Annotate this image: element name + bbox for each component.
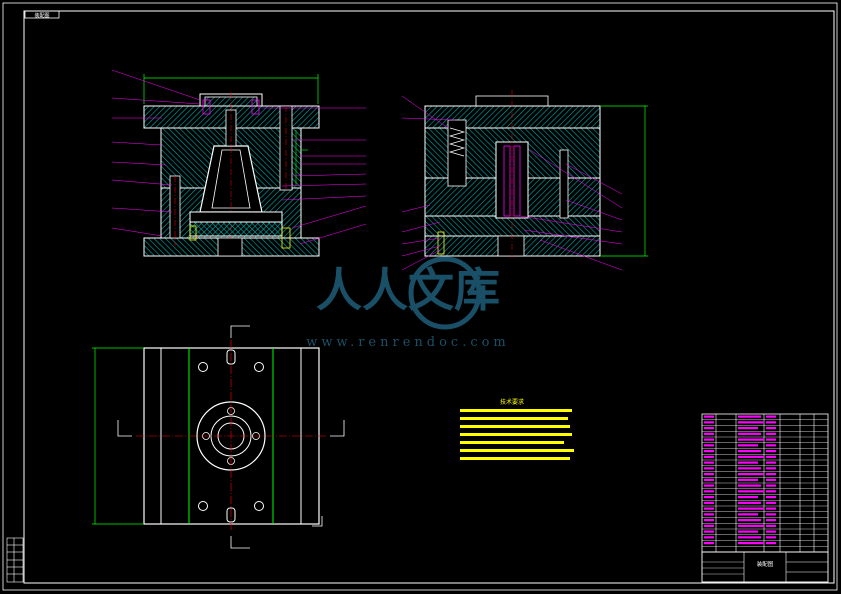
bom-cell-mark <box>766 467 776 470</box>
bom-cell-mark <box>766 427 776 430</box>
bom-cell-mark <box>704 473 714 476</box>
bom-cell-mark <box>704 490 714 493</box>
bom-cell-mark <box>704 536 714 539</box>
bom-cell-mark <box>738 438 764 441</box>
bom-cell-mark <box>738 513 758 516</box>
watermark: 人人文库 www.renrendoc.com <box>306 256 510 350</box>
bom-cell-mark <box>766 530 776 533</box>
bom-cell-mark <box>766 421 776 424</box>
bom-cell-mark <box>766 450 776 453</box>
bom-cell-mark <box>766 415 776 418</box>
bom-cell-mark <box>738 501 761 504</box>
bom-cell-mark <box>738 467 761 470</box>
title-block: 装配图 <box>701 551 829 583</box>
parts-list-table <box>701 413 829 553</box>
bom-cell-mark <box>704 513 714 516</box>
bom-cell-mark <box>766 507 776 510</box>
bom-cell-mark <box>738 415 761 418</box>
bom-cell-mark <box>704 461 714 464</box>
bom-cell-mark <box>766 542 776 545</box>
bom-cell-mark <box>738 542 764 545</box>
inner-border <box>23 10 835 584</box>
bom-cell-mark <box>704 415 714 418</box>
bom-cell-mark <box>766 484 776 487</box>
bom-cell-mark <box>704 450 714 453</box>
bom-cell-mark <box>704 524 714 527</box>
bom-cell-mark <box>738 444 758 447</box>
bom-cell-mark <box>704 467 714 470</box>
bom-cell-mark <box>766 438 776 441</box>
side-section-view <box>401 90 648 271</box>
bom-cell-mark <box>738 461 758 464</box>
bom-cell-mark <box>738 478 758 481</box>
bom-cell-mark <box>704 432 714 435</box>
bom-cell-mark <box>738 490 764 493</box>
bom-cell-mark <box>738 473 764 476</box>
bom-cell-mark <box>738 432 761 435</box>
front-leaders-left <box>111 69 201 237</box>
bom-cell-mark <box>738 519 761 522</box>
title-tag: 装配图 <box>24 10 60 19</box>
bom-cell-mark <box>766 536 776 539</box>
bom-cell-mark <box>738 421 764 424</box>
front-top-dimension <box>143 74 319 104</box>
bom-cell-mark <box>738 524 764 527</box>
title-tag-text: 装配图 <box>34 12 49 19</box>
plan-view <box>92 325 345 549</box>
tech-req-heading: 技术要求 <box>500 398 524 406</box>
bom-cell-mark <box>766 444 776 447</box>
bom-cell-mark <box>766 478 776 481</box>
bom-cell-mark <box>766 473 776 476</box>
bom-cell-mark <box>738 455 764 458</box>
bom-cell-mark <box>766 513 776 516</box>
bom-cell-mark <box>766 455 776 458</box>
bom-cell-mark <box>738 536 761 539</box>
bom-cell-mark <box>704 519 714 522</box>
bom-cell-mark <box>704 421 714 424</box>
bom-cell-mark <box>704 484 714 487</box>
front-leaders-right <box>262 107 367 245</box>
bom-cell-mark <box>704 455 714 458</box>
bom-cell-mark <box>704 478 714 481</box>
bom-cell-mark <box>738 484 761 487</box>
bom-cell-mark <box>766 501 776 504</box>
technical-requirements: 技术要求 <box>460 398 574 460</box>
bom-cell-mark <box>704 444 714 447</box>
bom-cell-mark <box>704 530 714 533</box>
bom-cell-mark <box>766 490 776 493</box>
bom-cell-mark <box>738 450 761 453</box>
bom-cell-mark <box>766 519 776 522</box>
bom-cell-mark <box>704 438 714 441</box>
front-section-view <box>111 69 367 257</box>
bom-cell-mark <box>704 501 714 504</box>
title-block-drawing-title: 装配图 <box>757 560 774 568</box>
bom-cell-mark <box>738 427 758 430</box>
bom-cell-mark <box>766 524 776 527</box>
bom-cell-mark <box>704 542 714 545</box>
bom-cell-mark <box>738 507 764 510</box>
bom-cell-mark <box>704 507 714 510</box>
watermark-url-text: www.renrendoc.com <box>306 335 510 350</box>
watermark-main-text: 人人文库 <box>316 263 500 317</box>
bom-cell-mark <box>738 496 758 499</box>
bom-cell-mark <box>766 432 776 435</box>
binding-margin-boxes <box>6 537 24 583</box>
bom-cell-mark <box>704 496 714 499</box>
bom-cell-mark <box>704 427 714 430</box>
bom-cell-mark <box>766 461 776 464</box>
bom-cell-mark <box>738 530 758 533</box>
bom-cell-mark <box>766 496 776 499</box>
